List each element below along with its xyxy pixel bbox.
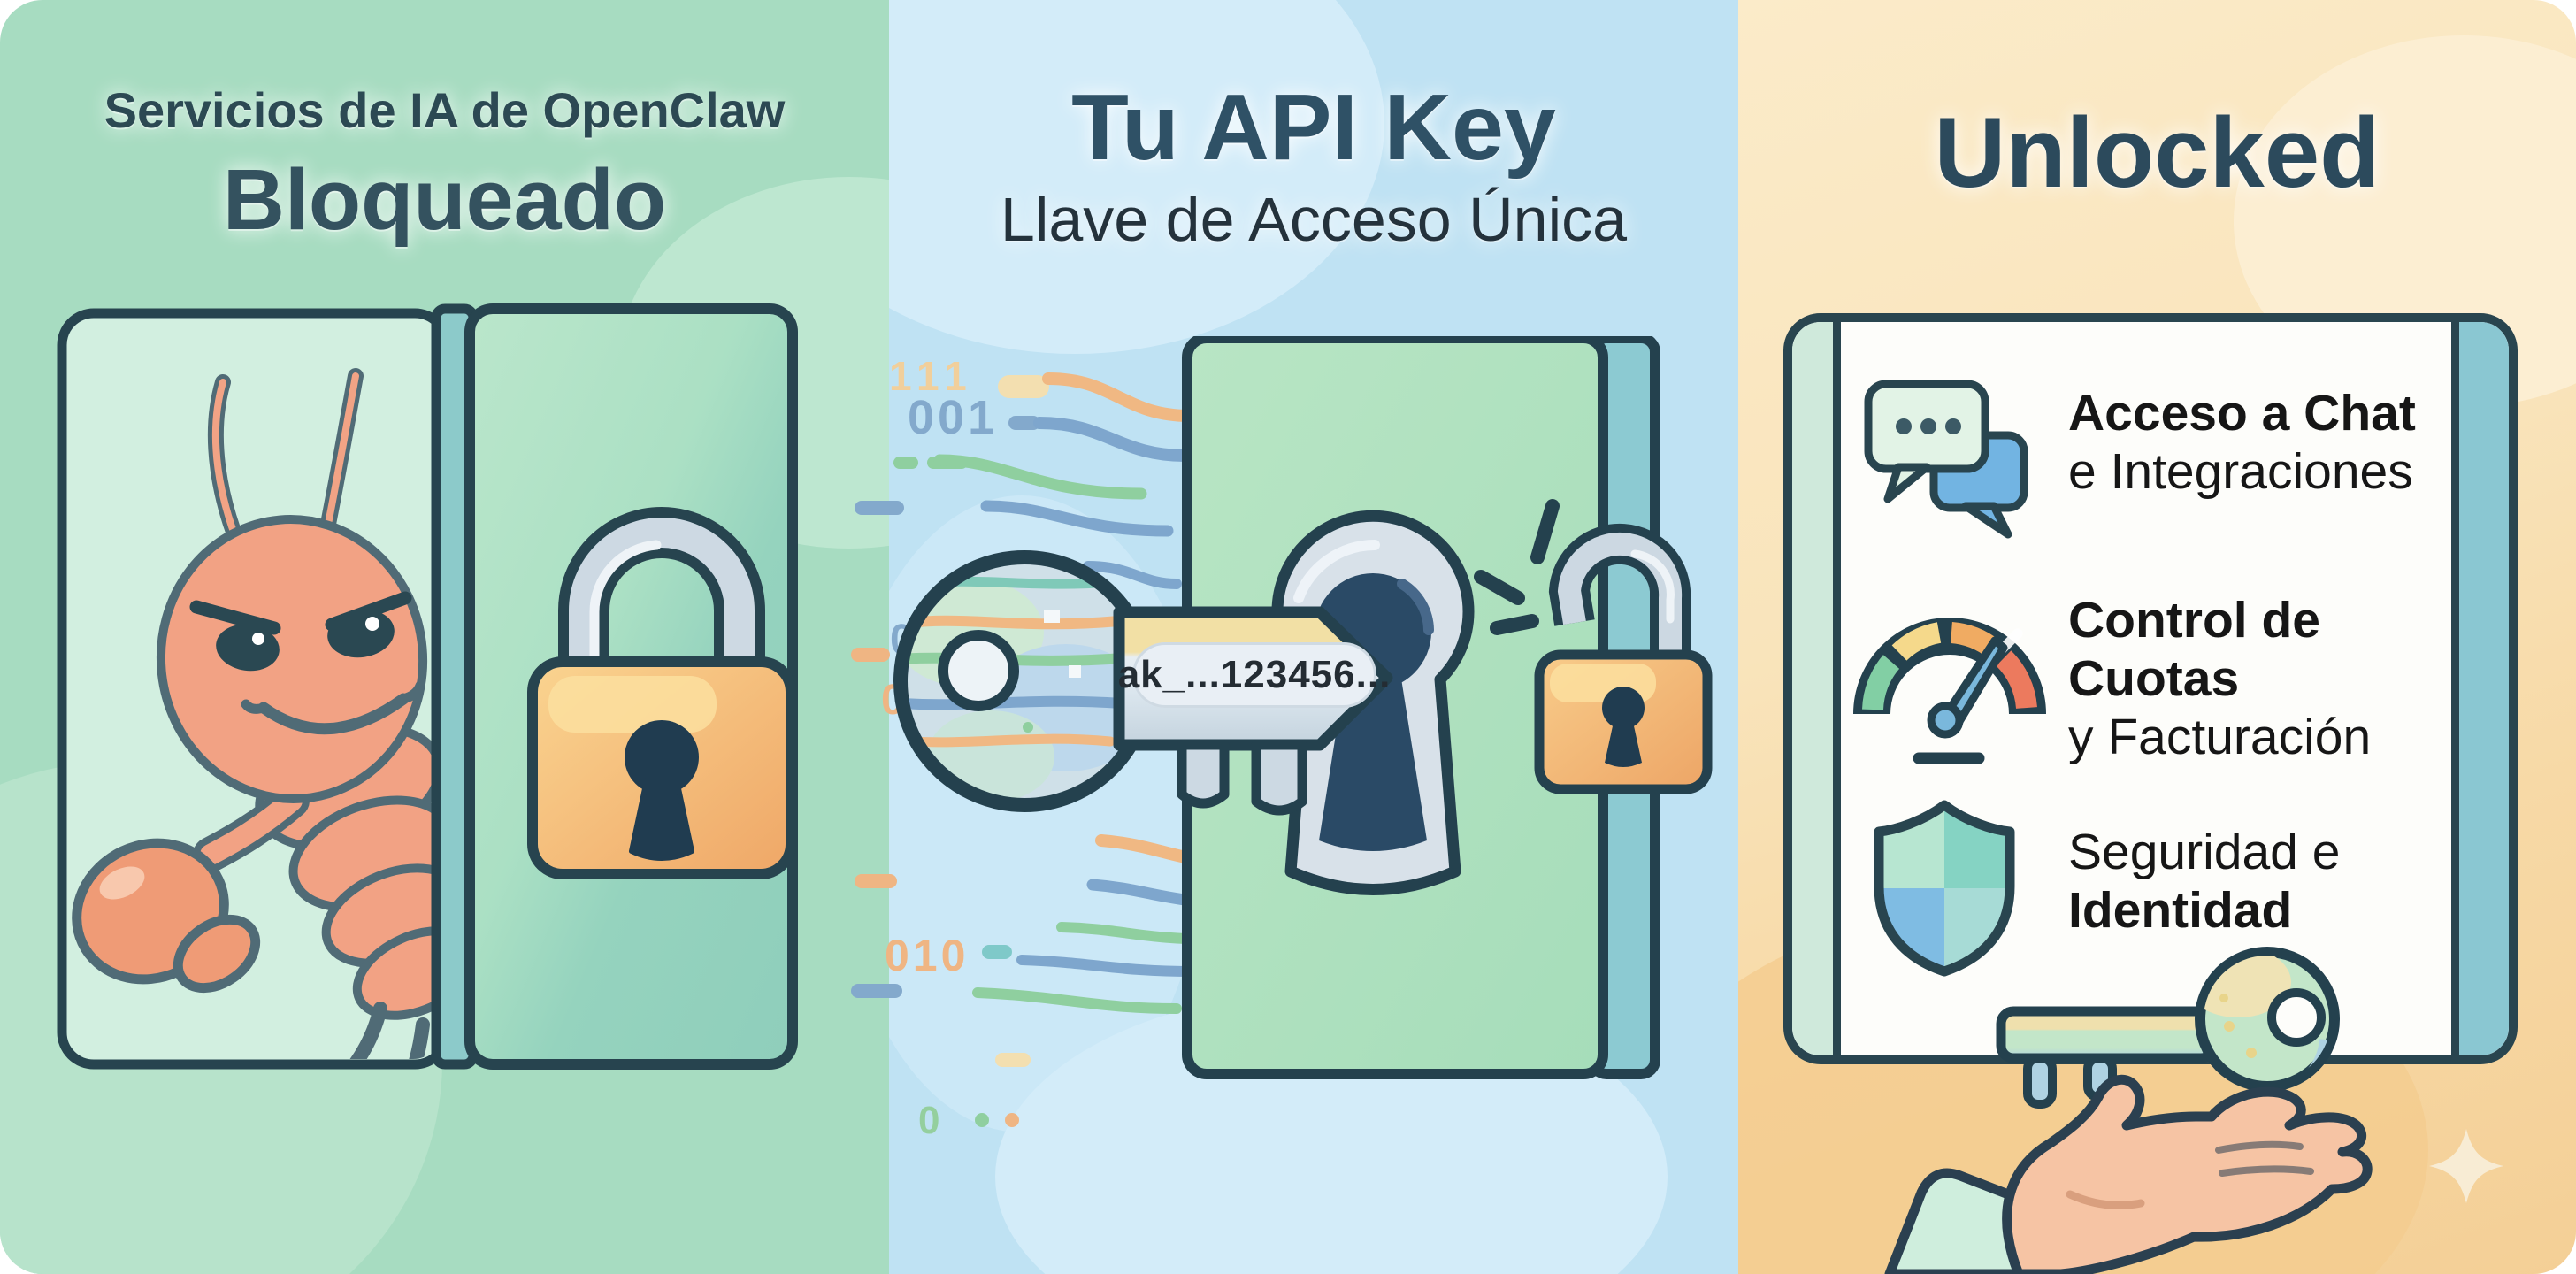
feature-text-quotas: Control de Cuotas y Facturación	[2068, 591, 2371, 766]
click-sparks	[1474, 499, 1560, 635]
code-glyph: 0	[918, 1099, 940, 1142]
hand-illustration	[1884, 1074, 2373, 1274]
card-left-edge	[1792, 322, 1841, 1055]
shield-icon	[1874, 800, 2015, 977]
api-key-door-illustration	[893, 336, 1713, 1079]
code-dash	[998, 375, 1049, 398]
card-right-edge	[2451, 322, 2509, 1055]
feature-line: Seguridad e	[2068, 824, 2341, 880]
api-key-label: ak_...123456...	[1118, 642, 1390, 708]
keyhole-door	[1182, 336, 1660, 1079]
feature-line: y Facturación	[2068, 709, 2372, 765]
apikey-subtitle: Llave de Acceso Única	[1000, 185, 1628, 254]
locked-door-illustration	[57, 303, 798, 1070]
padlock-locked-icon	[527, 507, 796, 879]
feature-text-security: Seguridad e Identidad	[2068, 823, 2340, 940]
sparkle-icon	[2429, 1129, 2503, 1203]
key-handoff-illustration	[1884, 947, 2503, 1274]
code-dash	[995, 1053, 1031, 1067]
code-dash	[1008, 416, 1040, 430]
padlock-unlocked-icon	[1534, 523, 1713, 794]
code-dash	[855, 874, 897, 888]
code-dot	[975, 1113, 989, 1127]
key-icon	[1996, 947, 2340, 1109]
code-dash	[855, 501, 904, 515]
code-dash	[851, 984, 902, 998]
blocked-title-line2: Bloqueado	[222, 151, 667, 248]
feature-line: Identidad	[2068, 882, 2293, 939]
code-dot	[1005, 1113, 1019, 1127]
code-dash	[893, 457, 918, 469]
lobster-mascot	[72, 368, 441, 1059]
feature-line: e Integraciones	[2068, 443, 2413, 500]
code-dash	[982, 945, 1012, 959]
gauge-icon	[1853, 618, 2046, 764]
feature-line: Acceso a Chat	[2068, 385, 2416, 441]
blocked-title-line1: Servicios de IA de OpenClaw	[104, 82, 786, 138]
feature-line: Cuotas	[2068, 650, 2240, 707]
feature-text-chat: Acceso a Chat e Integraciones	[2068, 384, 2416, 501]
card-face: Acceso a Chat e Integraciones Control de…	[1841, 322, 2451, 1055]
code-dash	[851, 648, 890, 662]
unlocked-title: Unlocked	[1934, 97, 2380, 208]
code-glyph: 001	[908, 391, 999, 444]
code-glyph: 010	[885, 931, 970, 980]
feature-line: Control de	[2068, 592, 2320, 649]
code-glyph: 111	[889, 353, 974, 399]
chat-bubbles-icon	[1864, 380, 2028, 539]
apikey-title: Tu API Key	[1071, 75, 1556, 180]
